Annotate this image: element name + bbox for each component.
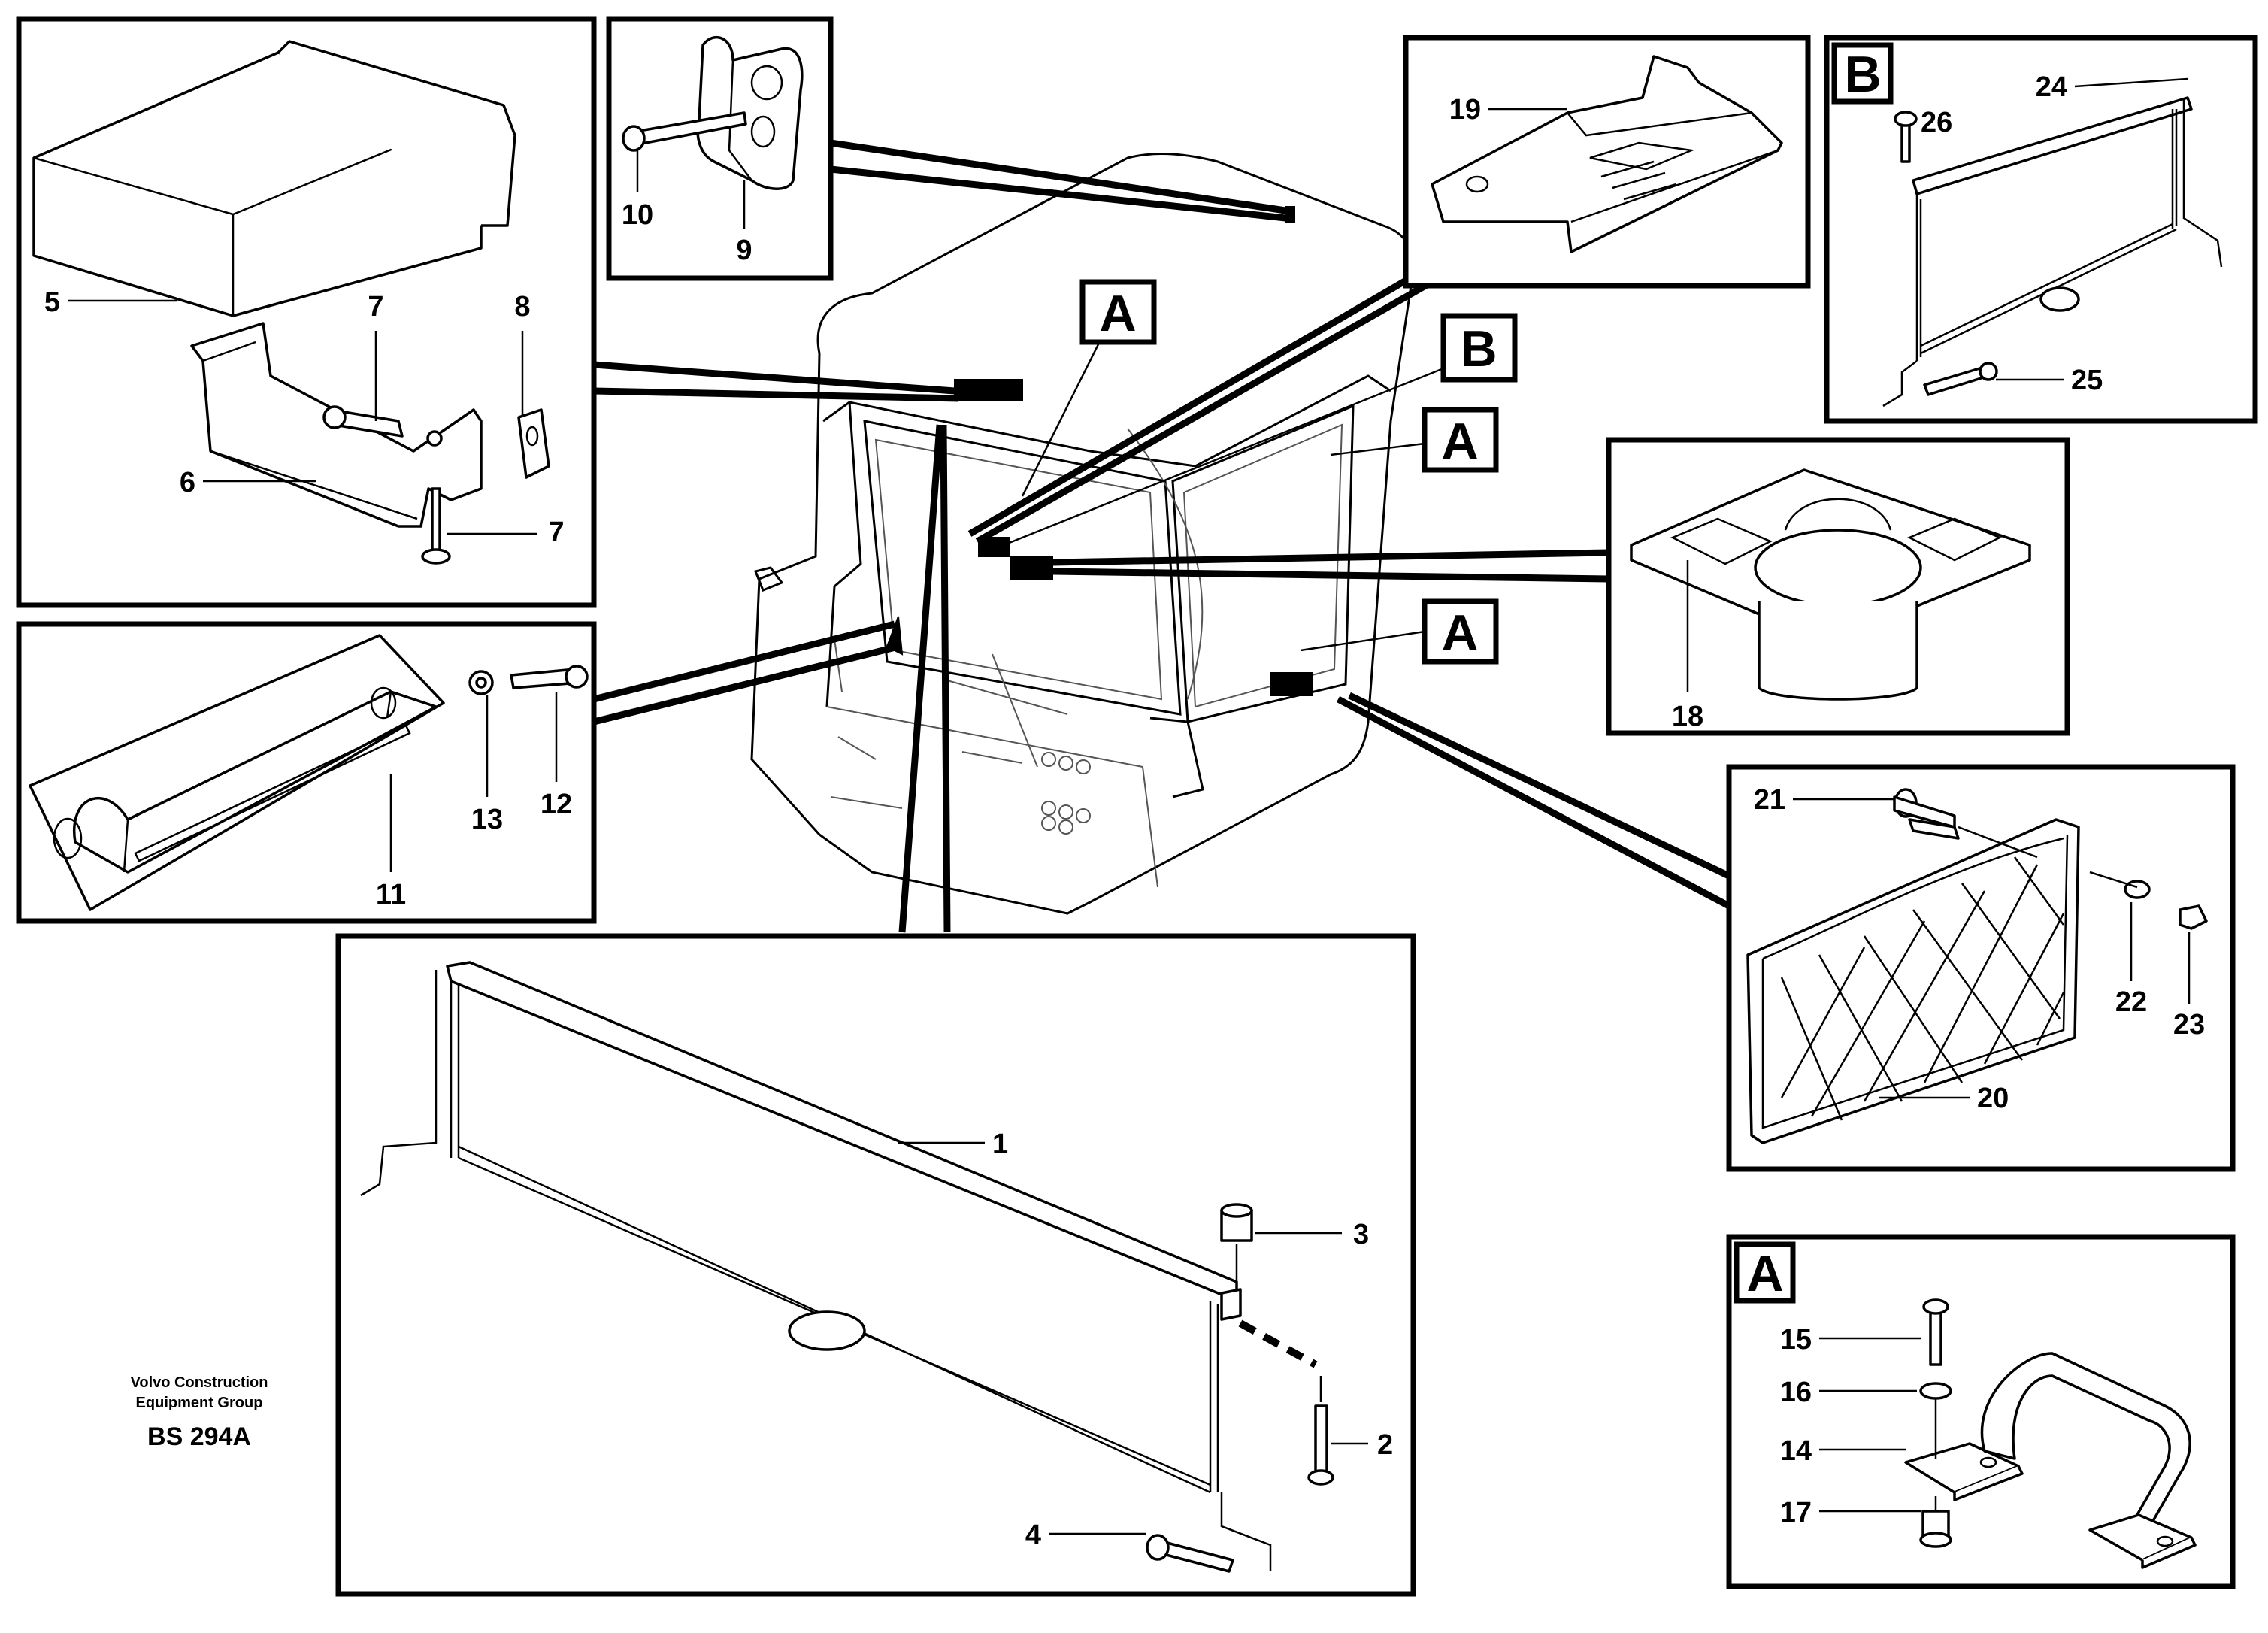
tag-a-leader-lower xyxy=(1300,630,1425,652)
svg-text:A: A xyxy=(1441,604,1478,662)
label-5: 5 xyxy=(44,286,60,318)
tag-a-top: A xyxy=(1079,279,1157,345)
cab-mark-hook-9 xyxy=(1285,206,1295,223)
cab-mark-box-5 xyxy=(954,379,1023,401)
cab-illustration xyxy=(750,153,1415,915)
panel-a-grab-handle: A 15 16 14 17 xyxy=(1726,1234,2236,1589)
publisher-caption: Volvo Construction Equipment Group BS 29… xyxy=(131,1374,268,1451)
label-23: 23 xyxy=(2173,1009,2205,1041)
label-12: 12 xyxy=(541,789,572,820)
cab-vent-holes xyxy=(1041,752,1091,835)
label-3: 3 xyxy=(1353,1219,1369,1250)
panel-ashtray: 11 13 12 xyxy=(16,621,597,924)
caption-code: BS 294A xyxy=(147,1422,251,1451)
label-8: 8 xyxy=(514,291,530,323)
label-19: 19 xyxy=(1449,94,1481,126)
panel-b-letter: B xyxy=(1844,46,1881,103)
label-14: 14 xyxy=(1780,1435,1812,1467)
label-7-lower: 7 xyxy=(548,517,564,548)
svg-text:B: B xyxy=(1460,320,1497,377)
label-26: 26 xyxy=(1921,107,1952,138)
label-24: 24 xyxy=(2036,71,2067,103)
panel-b-sunblind: B 24 26 25 xyxy=(1824,35,2258,424)
clip-8 xyxy=(517,408,550,479)
tag-a-lower: A xyxy=(1422,598,1499,665)
panel-storage-net: 21 22 23 20 xyxy=(1726,764,2236,1172)
label-7-upper: 7 xyxy=(368,291,383,323)
panel-cup-holder: 18 xyxy=(1606,437,2070,736)
panel-storage-box: 5 6 7 8 7 xyxy=(16,16,597,608)
label-16: 16 xyxy=(1780,1377,1812,1408)
label-15: 15 xyxy=(1780,1324,1812,1356)
label-25: 25 xyxy=(2071,365,2103,396)
label-20: 20 xyxy=(1977,1083,2009,1114)
panel-coat-hook: 10 9 xyxy=(606,16,834,281)
bolt-7-lower xyxy=(431,487,441,554)
tag-b-floating: B xyxy=(1440,313,1518,383)
svg-text:A: A xyxy=(1441,413,1478,470)
label-9: 9 xyxy=(736,235,752,266)
label-6: 6 xyxy=(180,467,195,498)
label-1: 1 xyxy=(992,1129,1008,1160)
label-10: 10 xyxy=(622,199,653,231)
label-21: 21 xyxy=(1754,784,1785,816)
bolt-2 xyxy=(1314,1404,1328,1475)
panel-storage-tray: 19 xyxy=(1403,35,1811,289)
label-18: 18 xyxy=(1672,701,1703,732)
cab-mark-cupholder-18 xyxy=(1010,556,1053,580)
tag-a-right: A xyxy=(1422,407,1499,473)
tag-b-leader xyxy=(1003,359,1463,547)
caption-line-2: Equipment Group xyxy=(136,1395,263,1411)
label-2: 2 xyxy=(1377,1429,1393,1461)
callout-lines xyxy=(592,139,1731,933)
screw-15 xyxy=(1929,1307,1942,1366)
label-13: 13 xyxy=(471,804,503,835)
svg-text:A: A xyxy=(1099,285,1136,342)
tag-a-leader-right xyxy=(1330,442,1425,456)
cab-mark-net-20 xyxy=(1270,672,1313,696)
label-22: 22 xyxy=(2115,986,2147,1018)
panel-a-letter: A xyxy=(1746,1245,1783,1302)
label-4: 4 xyxy=(1025,1519,1041,1551)
label-11: 11 xyxy=(376,879,406,910)
caption-line-1: Volvo Construction xyxy=(131,1374,268,1391)
label-17: 17 xyxy=(1780,1497,1812,1528)
tag-a-leader-top xyxy=(1021,330,1107,497)
panel-sunblind-assembly: 1 3 2 4 xyxy=(335,933,1416,1597)
